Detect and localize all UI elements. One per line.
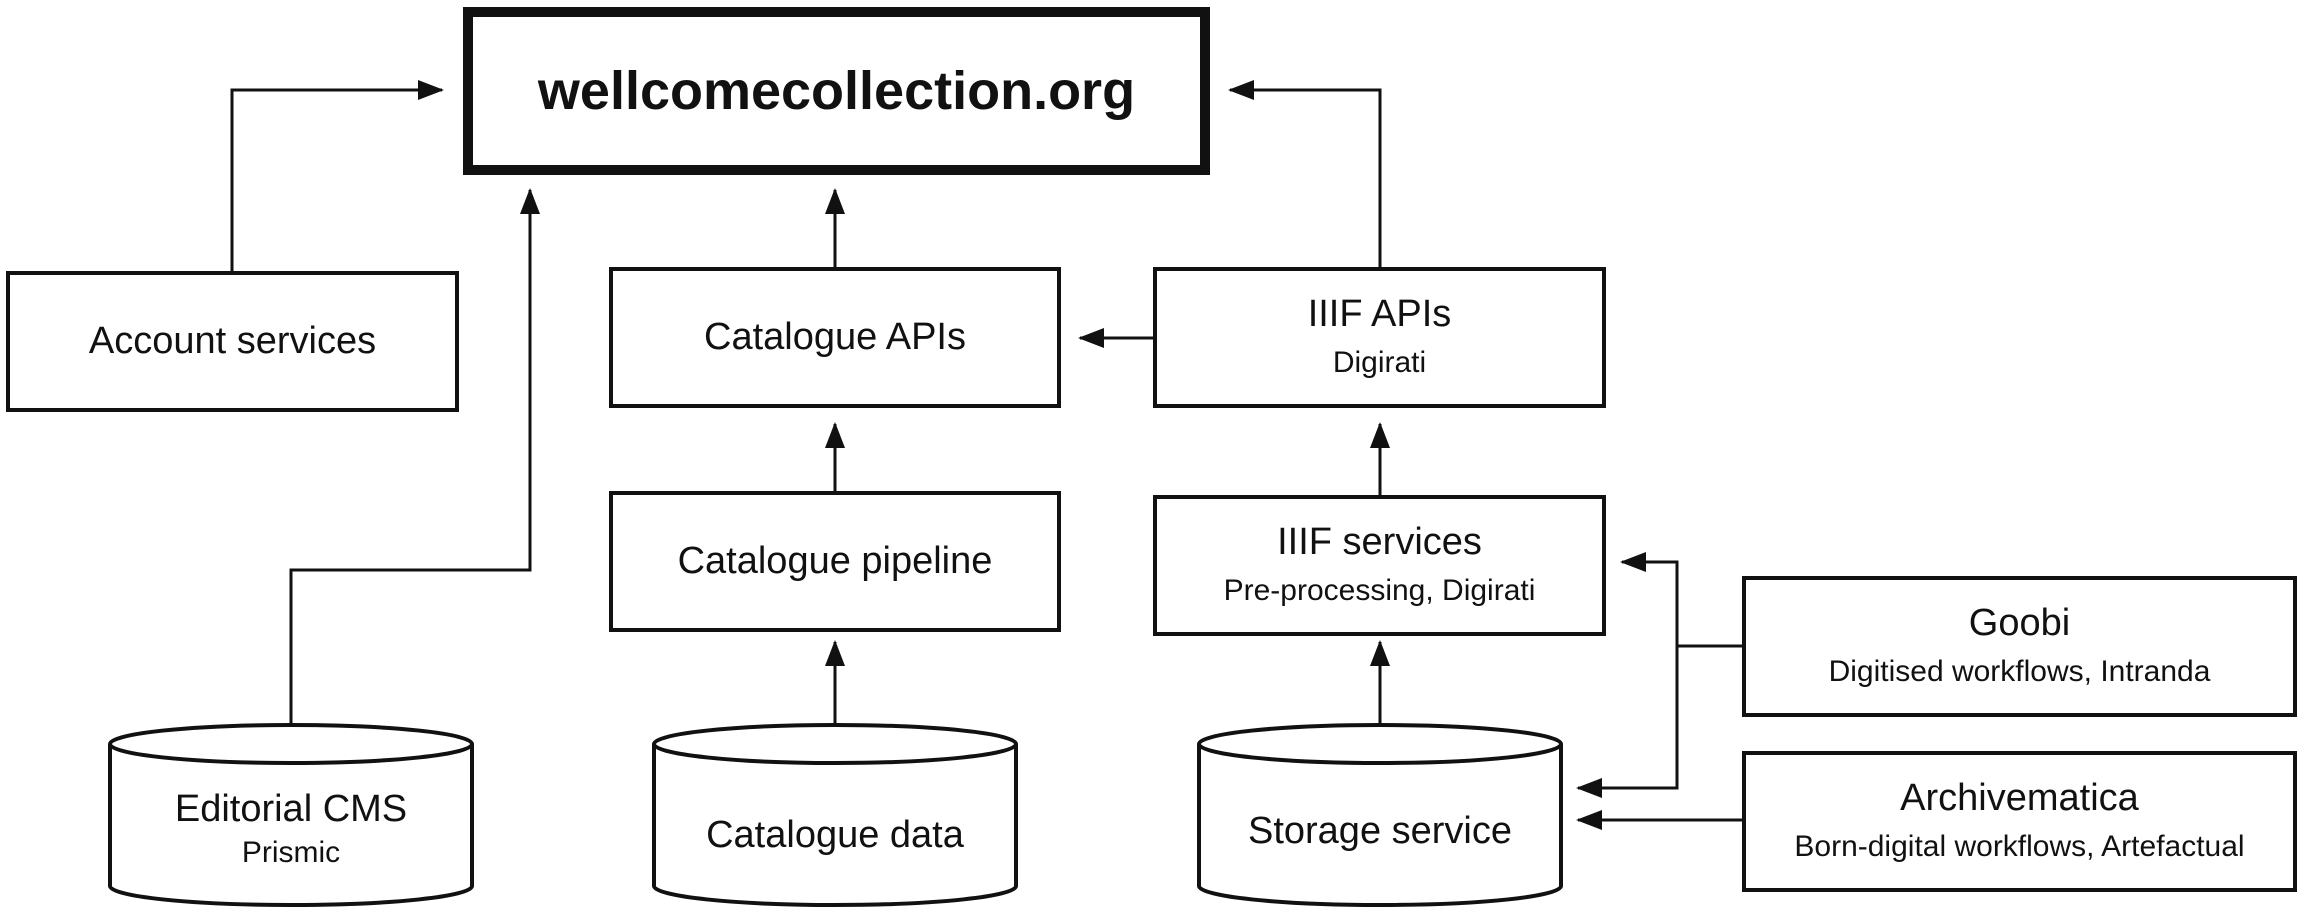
storage-service-title: Storage service (1247, 810, 1512, 853)
catalogue-apis-box: Catalogue APIs (609, 267, 1061, 408)
edge-goobi-to-storage (1576, 646, 1679, 798)
catalogue-pipeline-title: Catalogue pipeline (677, 539, 993, 582)
account-services-box: Account services (6, 271, 459, 412)
database-editorial-cms: Editorial CMS Prismic (110, 772, 472, 888)
iiif-apis-subtitle: Digirati (1332, 345, 1427, 379)
catalogue-apis-title: Catalogue APIs (704, 315, 966, 358)
editorial-cms-subtitle: Prismic (241, 836, 341, 870)
iiif-apis-box: IIIF APIs Digirati (1153, 267, 1606, 408)
edge-editorial-cms-to-website (289, 188, 540, 728)
editorial-cms-title: Editorial CMS (174, 787, 408, 830)
archivematica-title: Archivematica (1900, 777, 2139, 820)
edge-account-to-website (230, 80, 444, 272)
goobi-title: Goobi (1968, 602, 2071, 645)
goobi-box: Goobi Digitised workflows, Intranda (1742, 576, 2297, 717)
database-storage-service-shape (1197, 723, 1563, 907)
archivematica-box: Archivematica Born-digital workflows, Ar… (1742, 751, 2297, 892)
iiif-services-box: IIIF services Pre-processing, Digirati (1153, 495, 1606, 636)
archivematica-subtitle: Born-digital workflows, Artefactual (1794, 829, 2245, 863)
database-editorial-cms-shape (108, 723, 474, 907)
website-title: wellcomecollection.org (537, 60, 1136, 121)
goobi-subtitle: Digitised workflows, Intranda (1828, 654, 2211, 688)
database-catalogue-data-shape (652, 723, 1018, 907)
edge-iiif-apis-to-website (1228, 80, 1382, 268)
iiif-apis-title: IIIF APIs (1307, 293, 1452, 336)
iiif-services-title: IIIF services (1277, 521, 1482, 564)
account-services-title: Account services (88, 319, 377, 362)
website-box: wellcomecollection.org (463, 7, 1210, 175)
database-storage-service: Storage service (1199, 774, 1561, 890)
catalogue-pipeline-box: Catalogue pipeline (609, 491, 1061, 632)
edge-goobi-to-iiif-services (1620, 552, 1679, 646)
iiif-services-subtitle: Pre-processing, Digirati (1223, 573, 1536, 607)
catalogue-data-title: Catalogue data (706, 814, 964, 857)
database-catalogue-data: Catalogue data (654, 778, 1016, 894)
